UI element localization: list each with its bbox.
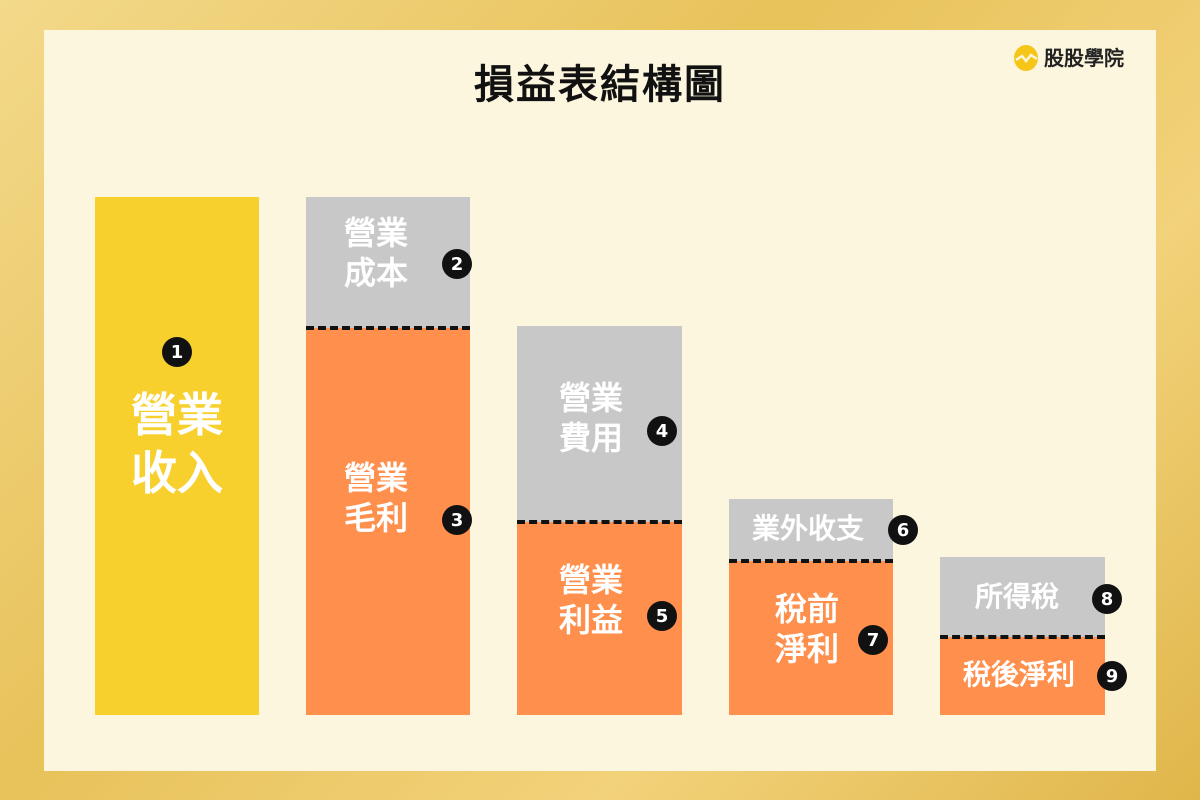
operating-income-block: 營業 利益 5	[517, 522, 682, 715]
badge-2: 2	[442, 249, 472, 279]
cogs-label: 營業 成本	[343, 214, 408, 292]
revenue-label: 營業 收入	[131, 388, 223, 500]
income-tax-block: 所得稅 8	[940, 557, 1122, 637]
badge-6: 6	[888, 515, 918, 545]
badge-9: 9	[1097, 661, 1127, 691]
net-income-label: 稅後淨利	[962, 658, 1075, 691]
badge-4: 4	[647, 416, 677, 446]
non-operating-label: 業外收支	[751, 512, 864, 545]
page-title: 損益表結構圖	[474, 62, 726, 108]
brand-name: 股股學院	[1044, 45, 1124, 70]
non-operating-block: 業外收支 6	[729, 499, 918, 561]
divider-4-5	[517, 520, 682, 524]
pretax-income-block: 稅前 淨利 7	[729, 561, 893, 715]
divider-6-7	[729, 559, 893, 563]
revenue-block: 1 營業 收入	[95, 197, 259, 715]
brand-logo: 股股學院	[1012, 40, 1124, 72]
net-income-block: 稅後淨利 9	[940, 637, 1127, 715]
cogs-block: 營業 成本 2	[306, 197, 472, 328]
pretax-income-label: 稅前 淨利	[774, 590, 839, 668]
income-tax-label: 所得稅	[974, 580, 1059, 613]
badge-3: 3	[442, 505, 472, 535]
operating-income-label: 營業 利益	[558, 561, 623, 639]
gross-profit-label: 營業 毛利	[343, 459, 408, 537]
badge-8: 8	[1092, 584, 1122, 614]
divider-8-9	[940, 635, 1105, 639]
badge-5: 5	[647, 601, 677, 631]
badge-1: 1	[162, 337, 192, 367]
egg-chick-logo-icon	[1014, 45, 1038, 71]
gross-profit-block: 營業 毛利 3	[306, 328, 472, 715]
divider-2-3	[306, 326, 470, 330]
opex-block: 營業 費用 4	[517, 326, 682, 522]
opex-label: 營業 費用	[558, 379, 623, 457]
badge-7: 7	[858, 625, 888, 655]
